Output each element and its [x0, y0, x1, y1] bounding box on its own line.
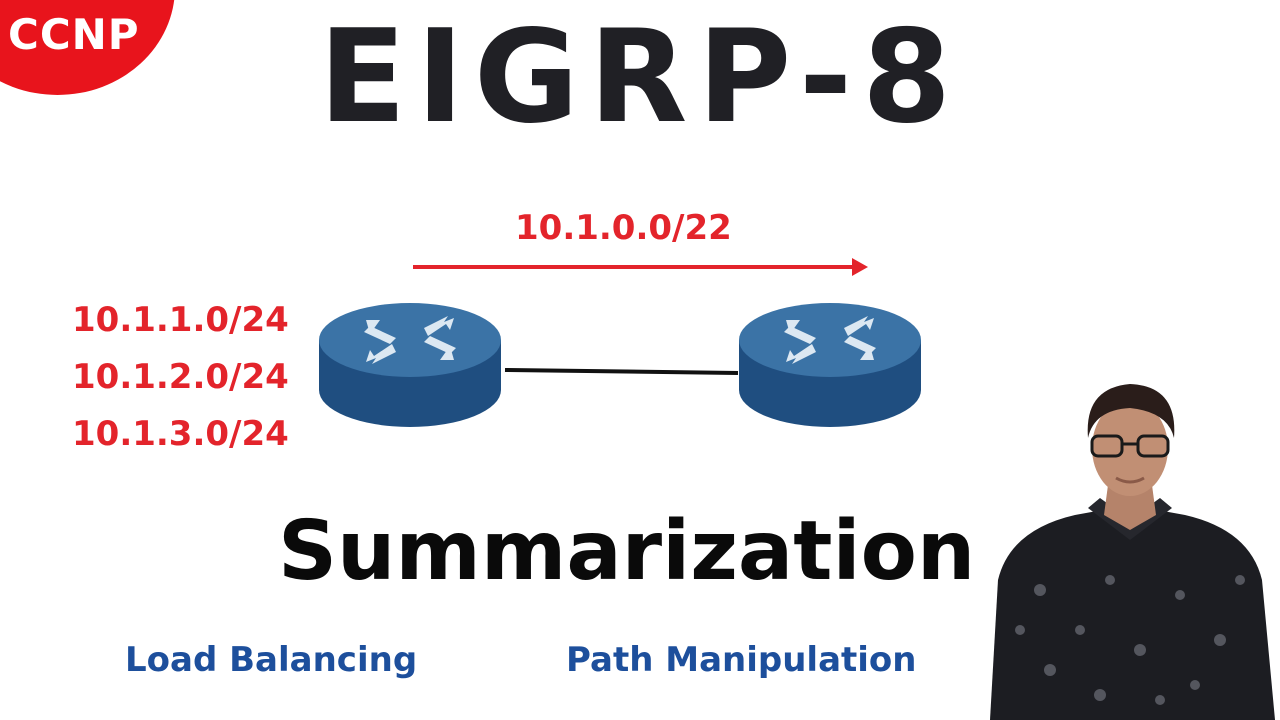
- ccnp-badge-label: CCNP: [8, 10, 140, 59]
- subnet-item: 10.1.1.0/24: [72, 300, 289, 340]
- subject-heading: Summarization: [278, 504, 976, 599]
- router-link: [504, 368, 739, 375]
- page-title: EIGRP-8: [318, 3, 962, 152]
- subnet-item: 10.1.3.0/24: [72, 414, 289, 454]
- router-icon: [319, 303, 501, 427]
- summary-arrow-head: [852, 258, 868, 276]
- summary-route-label: 10.1.0.0/22: [515, 208, 732, 248]
- subnet-list: 10.1.1.0/24 10.1.2.0/24 10.1.3.0/24: [72, 292, 289, 463]
- subnet-item: 10.1.2.0/24: [72, 357, 289, 397]
- router-icon: [739, 303, 921, 427]
- topic-path-manipulation: Path Manipulation: [566, 640, 917, 680]
- topic-load-balancing: Load Balancing: [125, 640, 418, 680]
- presenter-photo: [990, 384, 1275, 720]
